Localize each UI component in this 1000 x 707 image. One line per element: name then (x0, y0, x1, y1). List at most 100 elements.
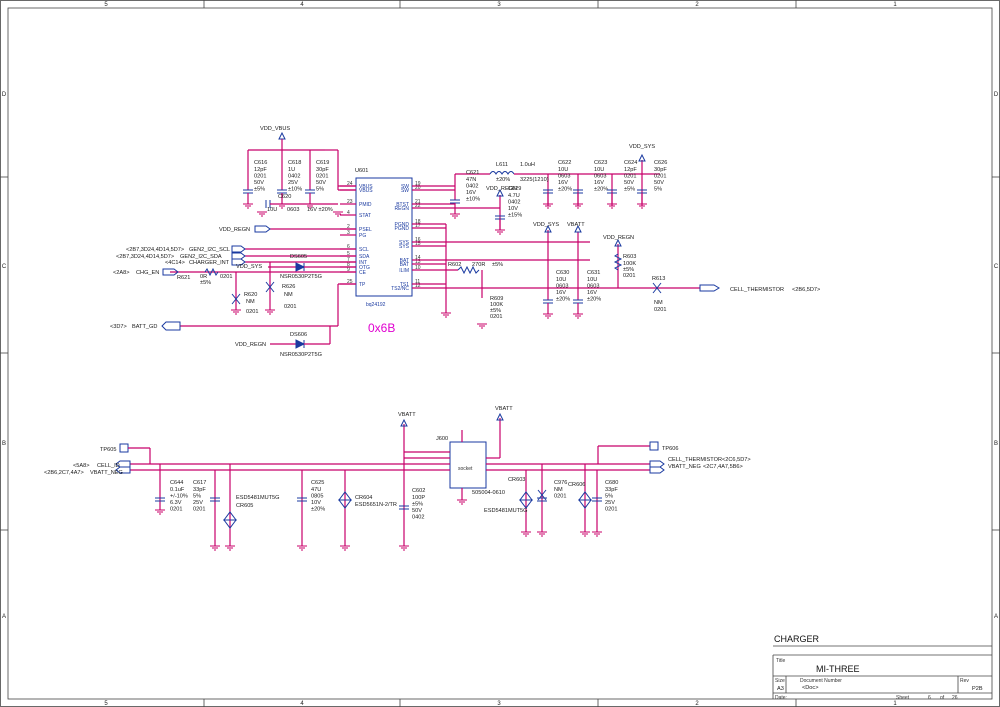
batt-gd-ref: <3D7> (110, 324, 127, 330)
cap-ref: C622 (558, 160, 571, 166)
size-label: Size (775, 678, 785, 684)
u601-right-pin-num: 13 (415, 259, 421, 265)
r613-ref: R613 (652, 276, 665, 282)
u601-left-pin-name: SDA (359, 254, 370, 260)
cap-spec: 50V (654, 180, 664, 186)
vdd-sys-otg-label: VDD_SYS (236, 264, 262, 270)
u601-right-pin-num: 18 (415, 219, 421, 225)
cap-spec: 0603 (556, 284, 568, 290)
cap-ref: C644 (170, 480, 183, 486)
cap-spec: 0603 (558, 174, 570, 180)
row-label-right-d: D (994, 92, 999, 98)
u601-right-pin-num: 21 (415, 199, 421, 205)
cap-spec: 33pF (605, 487, 618, 493)
cap-spec: ±20% (594, 187, 608, 193)
charger-int-ref: <4C14> (165, 260, 185, 266)
i2c-scl-ref: <2B7,3D24,4D14,5D7> (126, 247, 184, 253)
u601-ref: U601 (355, 168, 368, 174)
vbatt-neg-left-ref: <2B6,2C7,4A7> (44, 470, 84, 476)
cap-spec: 0603 (287, 207, 299, 213)
cell-thermistor-top-port (699, 284, 720, 292)
col-label-bottom-5: 5 (104, 701, 108, 707)
cap-spec: 5% (316, 187, 324, 193)
col-label-bottom-3: 3 (497, 701, 501, 707)
l611-tol: ±20% (496, 177, 510, 183)
cell-id-ref: <5A8> (73, 463, 90, 469)
cap-ref: C617 (193, 480, 206, 486)
cr606-ref: CR606 (568, 482, 585, 488)
cap-spec: 16V (556, 290, 566, 296)
cap-ref: C619 (316, 160, 329, 166)
u601-right-pin-name: SW (401, 188, 409, 194)
vdd-sys-top-label: VDD_SYS (629, 144, 655, 150)
docnum-label: Document Number (800, 678, 842, 684)
cap-spec: 0201 (193, 507, 205, 513)
i2c-address-annotation: 0x6B (368, 321, 395, 335)
cap-spec: 33pF (193, 487, 206, 493)
cap-spec: 6.3V (170, 500, 182, 506)
u601-left-pin-num: 8 (347, 262, 350, 268)
cap-spec: ±5% (412, 502, 423, 508)
u601-right-pin-name: REGN (395, 206, 410, 212)
sheet-title: CHARGER (774, 634, 820, 644)
l611-ref: L611 (496, 162, 508, 168)
cap-spec: 16V ±20% (307, 207, 333, 213)
u601-right-pin-num: 10 (415, 265, 421, 271)
chg-en-net: CHG_EN (136, 270, 159, 276)
u601-right-pin-name: SYS (399, 240, 410, 246)
cap-spec: ±5% (254, 187, 265, 193)
vbatt-j600-label: VBATT (398, 412, 416, 418)
l611-value: 1.0uH (520, 162, 535, 168)
col-label-bottom-2: 2 (695, 701, 699, 707)
col-label-top-4: 4 (300, 2, 304, 8)
rev-value: P2B (972, 686, 983, 692)
vdd-regn-top-label: VDD_REGN (486, 186, 517, 192)
cap-spec: 47U (311, 487, 321, 493)
cap-ref: C602 (412, 488, 425, 494)
batt-gd-net: BATT_GD (132, 324, 157, 330)
r626-ref: R626 (282, 284, 295, 290)
cap-spec: +/-10% (170, 494, 188, 500)
cap-spec: NM (554, 487, 563, 493)
r613-value: NM (654, 300, 663, 306)
cap-spec: 10U (556, 277, 566, 283)
u601-right-pin-name: TS2/NC (391, 286, 409, 292)
row-label-right-b: B (994, 441, 998, 447)
tp606-label: TP606 (662, 446, 678, 452)
ground-symbols (155, 203, 647, 551)
cap-ref: C630 (556, 270, 569, 276)
u601-part: bq24192 (366, 302, 386, 308)
r603-tol: ±5% (623, 267, 634, 273)
tp605-pad (119, 443, 129, 453)
cap-spec: 0402 (508, 200, 520, 206)
u601-left-pin-name: INT (359, 260, 367, 266)
vdd-regn-ds606-label: VDD_REGN (235, 342, 266, 348)
cap-spec: 4.7U (508, 193, 520, 199)
row-label-right-c: C (994, 264, 999, 270)
charger-int-net: CHARGER_INT (189, 260, 230, 266)
cap-spec: 0201 (316, 174, 328, 180)
cap-spec: 10U (587, 277, 597, 283)
r603-value: 100K (623, 261, 636, 267)
cap-spec: 30pF (654, 167, 667, 173)
r603-ref: R603 (623, 254, 636, 260)
r621-ref: R621 (177, 275, 190, 281)
cell-thermistor-top-net: CELL_THERMISTOR (730, 287, 784, 293)
r609-ref: R609 (490, 296, 503, 302)
cap-ref: C618 (288, 160, 301, 166)
cap-spec: 30pF (316, 167, 329, 173)
vdd-sys-c630-label: VDD_SYS (533, 222, 559, 228)
r603-pkg: 0201 (623, 273, 635, 279)
cap-spec: 25V (288, 180, 298, 186)
chg-en-ref: <2A8> (113, 270, 130, 276)
tp606-pad (649, 441, 659, 451)
cap-spec: 16V (587, 290, 597, 296)
cell-id-net: CELL_ID (97, 463, 120, 469)
right-nets: VDD_SYS VBATT VDD_REGN (412, 222, 720, 313)
u601-left-pin-num: 6 (347, 244, 350, 250)
u601-right-pin-name: TS1 (400, 282, 409, 288)
cell-thermistor-bottom-net: CELL_THERMISTOR (668, 457, 722, 463)
